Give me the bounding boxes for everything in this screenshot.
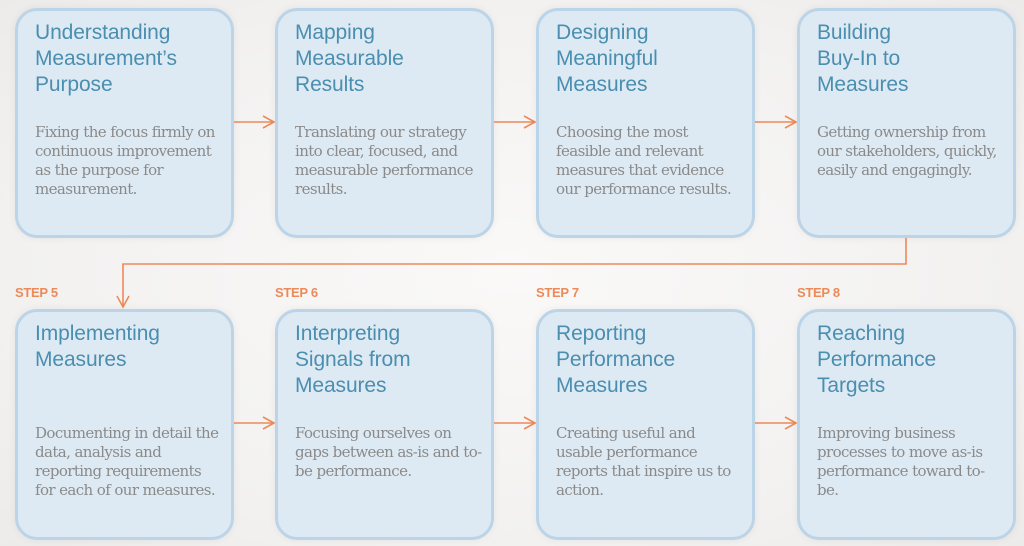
step-description: Translating our strategy into clear, foc… <box>295 123 473 198</box>
step-card-3: Designing Meaningful Measures Choosing t… <box>536 8 755 238</box>
step-description: Focusing ourselves on gaps between as-is… <box>295 424 482 480</box>
step-description: Fixing the focus firmly on continuous im… <box>35 123 215 198</box>
title-line: Understanding <box>35 21 171 44</box>
arrow-right-icon <box>234 115 276 129</box>
arrow-right-icon <box>755 115 798 129</box>
step-card-2: Mapping Measurable Results Translating o… <box>275 8 494 238</box>
title-line: Signals from <box>295 348 411 371</box>
title-line: Purpose <box>35 73 113 96</box>
step-description: Improving business processes to move as-… <box>817 424 985 499</box>
step-title: Reporting Performance Measures <box>556 321 740 399</box>
title-line: Measures <box>556 374 648 397</box>
title-line: Designing <box>556 21 649 44</box>
step-description: Getting ownership from our stakeholders,… <box>817 123 997 179</box>
title-line: Reporting <box>556 322 647 345</box>
title-line: Mapping <box>295 21 375 44</box>
title-line: Meaningful <box>556 47 658 70</box>
title-line: Measures <box>817 73 909 96</box>
arrow-right-icon <box>494 416 537 430</box>
step-label-8: STEP 8 <box>797 285 840 300</box>
step-card-4: Building Buy-In to Measures Getting owne… <box>797 8 1016 238</box>
title-line: Measurable <box>295 47 404 70</box>
step-card-7: Reporting Performance Measures Creating … <box>536 309 755 540</box>
step-title: Reaching Performance Targets <box>817 321 1001 399</box>
arrow-right-icon <box>755 416 798 430</box>
step-label-7: STEP 7 <box>536 285 579 300</box>
step-description: Choosing the most feasible and relevant … <box>556 123 732 198</box>
title-line: Measurement’s <box>35 47 177 70</box>
arrow-right-icon <box>494 115 537 129</box>
title-line: Results <box>295 73 365 96</box>
title-line: Buy-In to <box>817 47 901 70</box>
step-title: Building Buy-In to Measures <box>817 20 1001 98</box>
step-label-5: STEP 5 <box>15 285 58 300</box>
step-label-6: STEP 6 <box>275 285 318 300</box>
step-description: Documenting in detail the data, analysis… <box>35 424 219 499</box>
elbow-arrow-down-icon <box>116 238 907 309</box>
title-line: Performance <box>556 348 676 371</box>
title-line: Targets <box>817 374 886 397</box>
title-line: Implementing <box>35 322 160 345</box>
title-line: Measures <box>556 73 648 96</box>
step-title: Implementing Measures <box>35 321 219 373</box>
step-title: Mapping Measurable Results <box>295 20 479 98</box>
title-line: Building <box>817 21 891 44</box>
arrow-right-icon <box>234 416 276 430</box>
step-title: Designing Meaningful Measures <box>556 20 740 98</box>
step-title: Understanding Measurement’s Purpose <box>35 20 219 98</box>
step-card-5: Implementing Measures Documenting in det… <box>15 309 234 540</box>
step-card-1: Understanding Measurement’s Purpose Fixi… <box>15 8 234 238</box>
step-title: Interpreting Signals from Measures <box>295 321 479 399</box>
step-description: Creating useful and usable performance r… <box>556 424 731 499</box>
title-line: Measures <box>35 348 127 371</box>
step-card-8: Reaching Performance Targets Improving b… <box>797 309 1016 540</box>
title-line: Measures <box>295 374 387 397</box>
title-line: Reaching <box>817 322 905 345</box>
title-line: Performance <box>817 348 937 371</box>
title-line: Interpreting <box>295 322 401 345</box>
step-card-6: Interpreting Signals from Measures Focus… <box>275 309 494 540</box>
